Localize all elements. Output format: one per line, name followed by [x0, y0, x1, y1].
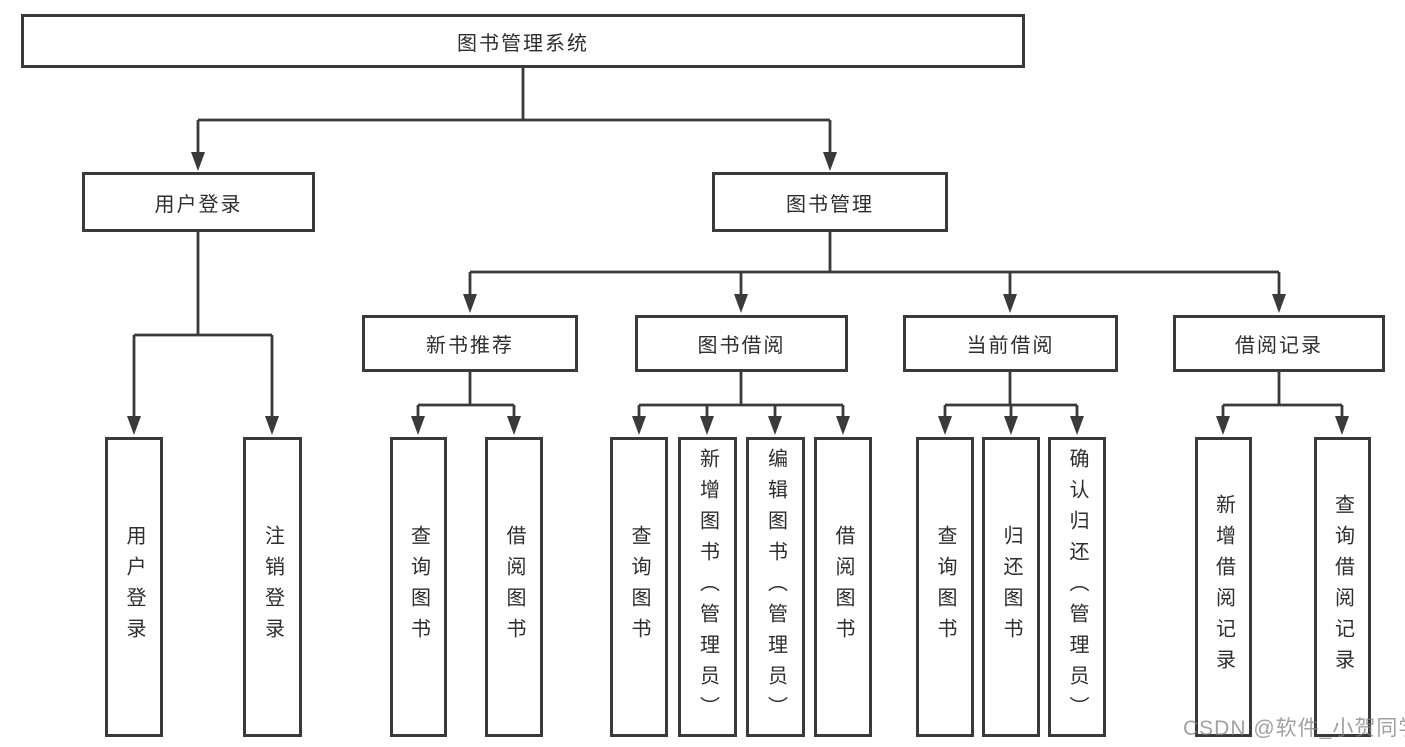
leaf-query-borrow-record: 查询借阅记录	[1314, 437, 1371, 737]
connector-lines	[132, 68, 1344, 420]
node-label: 用户登录	[154, 193, 243, 216]
leaf-borrow-books: 借阅图书	[814, 437, 872, 737]
leaf-label: 查询图书	[628, 525, 650, 649]
leaf-label: 新增借阅记录	[1212, 494, 1235, 680]
node-user-login: 用户登录	[82, 172, 315, 232]
node-label: 图书借阅	[697, 335, 786, 357]
leaf-label: 注销登录	[261, 525, 284, 649]
leaf-return-book: 归还图书	[982, 437, 1040, 737]
leaf-label: 借阅图书	[832, 525, 854, 649]
arrowheads	[127, 152, 1349, 435]
node-new-book-recommend: 新书推荐	[362, 315, 578, 372]
node-borrow-record: 借阅记录	[1173, 315, 1385, 372]
leaf-label: 借阅图书	[503, 525, 525, 649]
leaf-query-books-borrow: 查询图书	[610, 437, 668, 737]
leaf-borrow-books-recommend: 借阅图书	[485, 437, 543, 737]
leaf-query-books-recommend: 查询图书	[390, 437, 447, 737]
leaf-edit-book-admin: 编辑图书（管理员）	[746, 437, 805, 737]
node-label: 当前借阅	[966, 335, 1055, 357]
csdn-watermark: CSDN @软件_小贺同学	[1183, 717, 1405, 740]
node-label: 图书管理	[786, 193, 874, 216]
node-current-borrow: 当前借阅	[903, 315, 1118, 372]
leaf-label: 用户登录	[123, 525, 145, 649]
leaf-label: 查询图书	[934, 525, 956, 649]
leaf-label: 归还图书	[1000, 525, 1022, 649]
node-label: 借阅记录	[1235, 335, 1323, 357]
leaf-label: 查询图书	[407, 525, 430, 649]
leaf-confirm-return-admin: 确认归还（管理员）	[1048, 437, 1106, 737]
leaf-logout-login: 注销登录	[243, 437, 302, 737]
node-label: 新书推荐	[426, 335, 514, 357]
node-book-borrow: 图书借阅	[635, 315, 848, 372]
leaf-query-books-current: 查询图书	[916, 437, 974, 737]
leaf-label: 查询借阅记录	[1331, 494, 1354, 680]
node-book-management: 图书管理	[712, 172, 948, 232]
leaf-label: 新增图书（管理员）	[696, 447, 719, 727]
leaf-label: 编辑图书（管理员）	[764, 447, 787, 727]
leaf-add-borrow-record: 新增借阅记录	[1195, 437, 1252, 737]
node-library-management-system: 图书管理系统	[21, 14, 1025, 68]
leaf-user-login: 用户登录	[105, 437, 163, 737]
node-label: 图书管理系统	[457, 32, 589, 55]
leaf-add-book-admin: 新增图书（管理员）	[678, 437, 737, 737]
leaf-label: 确认归还（管理员）	[1066, 447, 1088, 727]
